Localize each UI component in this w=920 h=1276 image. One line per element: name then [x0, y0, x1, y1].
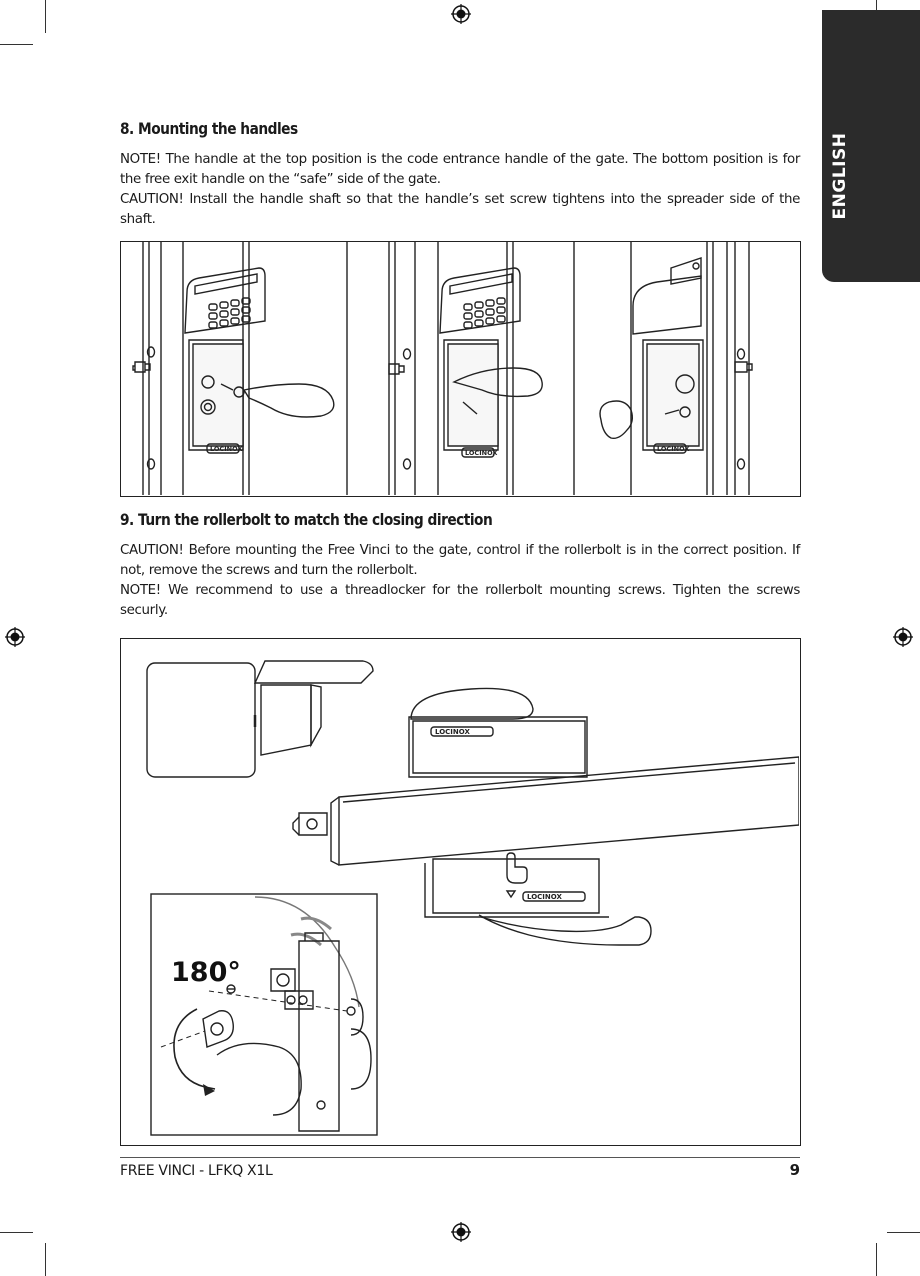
crop-mark-icon [876, 1243, 877, 1276]
section-8-heading: 8. Mounting the handles [120, 119, 298, 138]
registration-mark-icon [893, 627, 913, 647]
brand-mark-3: LOCINOX [657, 445, 689, 453]
section-9-heading: 9. Turn the rollerbolt to match the clos… [120, 510, 493, 529]
handles-illustration: LOCINOX LOCINOX LOCINOX [120, 241, 801, 497]
registration-mark-icon [451, 4, 471, 24]
brand-mark-2: LOCINOX [465, 449, 497, 457]
rotation-label: 180° [171, 957, 241, 988]
brand-mark-1: LOCINOX [210, 445, 242, 453]
section-8-note: NOTE! The handle at the top position is … [120, 152, 800, 187]
crop-mark-icon [0, 44, 33, 45]
pointing-hand-icon [506, 852, 528, 884]
screw-icon [226, 984, 236, 994]
crop-mark-icon [45, 0, 46, 33]
registration-mark-icon [451, 1222, 471, 1242]
crop-mark-icon [45, 1243, 46, 1276]
registration-mark-icon [5, 627, 25, 647]
brand-mark-5: LOCINOX [527, 893, 562, 901]
crop-mark-icon [887, 1232, 920, 1233]
rollerbolt-illustration: LOCINOX LOCINOX 180° [120, 638, 801, 1146]
section-9-note: NOTE! We recommend to use a threadlocker… [120, 583, 800, 618]
brand-mark-4: LOCINOX [435, 728, 470, 736]
page-number: 9 [789, 1161, 800, 1179]
crop-mark-icon [0, 1232, 33, 1233]
section-9-caution: CAUTION! Before mounting the Free Vinci … [120, 543, 800, 578]
section-8-caution: CAUTION! Install the handle shaft so tha… [120, 192, 800, 227]
language-tab [822, 10, 920, 282]
rotation-arrow-icon [173, 1008, 216, 1090]
language-tab-label: ENGLISH [830, 132, 850, 220]
footer-product-name: FREE VINCI - LFKQ X1L [120, 1163, 273, 1179]
footer-rule [120, 1157, 800, 1158]
